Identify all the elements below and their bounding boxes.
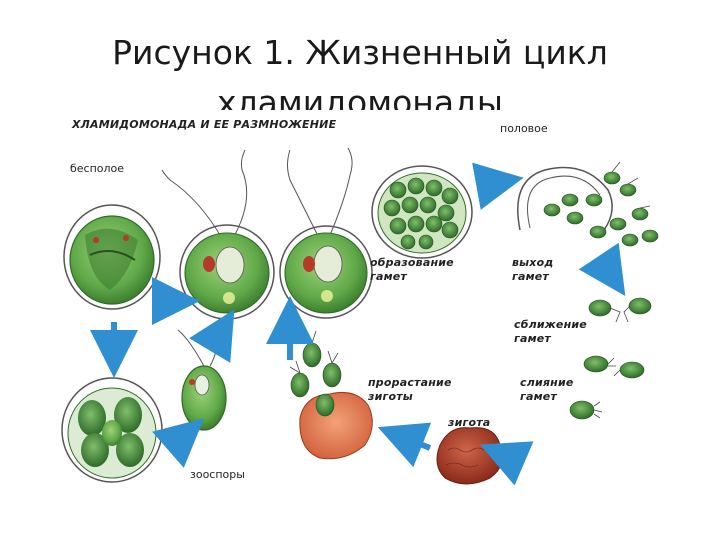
arrow-to-approach	[600, 258, 612, 276]
label-gamete-exit-l2: гамет	[512, 270, 549, 283]
adult-cell-2	[280, 148, 372, 318]
arrow-to-zygote	[502, 454, 516, 460]
arrow-to-exit	[478, 182, 500, 186]
label-gamete-fusion-l1: слияние	[520, 376, 574, 389]
arrow-to-germination	[400, 436, 430, 448]
label-gamete-formation-l1: образование	[370, 256, 454, 269]
arrow-up-zoospore	[170, 434, 186, 448]
label-gamete-exit-l1: выход	[512, 256, 553, 269]
zygote-germination	[290, 331, 372, 459]
label-gamete-exit: выход гамет	[512, 256, 553, 284]
zoospore-cell	[178, 330, 226, 430]
label-gamete-approach-l1: сближение	[514, 318, 587, 331]
label-zygote: зигота	[448, 416, 490, 429]
label-gamete-approach-l2: гамет	[514, 332, 551, 345]
mother-cell-zoospores	[62, 378, 162, 482]
gamete-exit-cell	[518, 162, 658, 246]
label-zygote-germination-l1: прорастание	[368, 376, 452, 389]
label-asexual: бесполое	[70, 162, 124, 175]
label-gamete-approach: сближение гамет	[514, 318, 587, 346]
figure-header: ХЛАМИДОМОНАДА И ЕЕ РАЗМНОЖЕНИЕ	[72, 118, 336, 131]
gamete-approach	[589, 298, 651, 322]
zygote-cell	[437, 428, 503, 484]
gamete-formation-cell	[372, 166, 472, 258]
label-zygote-germination-l2: зиготы	[368, 390, 413, 403]
mother-cell-top	[64, 205, 160, 309]
adult-cell-1	[162, 150, 274, 319]
label-zoospores: зооспоры	[190, 468, 245, 481]
gamete-fusion	[570, 356, 644, 419]
label-zygote-germination: прорастание зиготы	[368, 376, 452, 404]
label-gamete-fusion: слияние гамет	[520, 376, 574, 404]
label-gamete-fusion-l2: гамет	[520, 390, 557, 403]
label-gamete-formation-l2: гамет	[370, 270, 407, 283]
label-sexual: половое	[500, 122, 548, 135]
label-gamete-formation: образование гамет	[370, 256, 454, 284]
